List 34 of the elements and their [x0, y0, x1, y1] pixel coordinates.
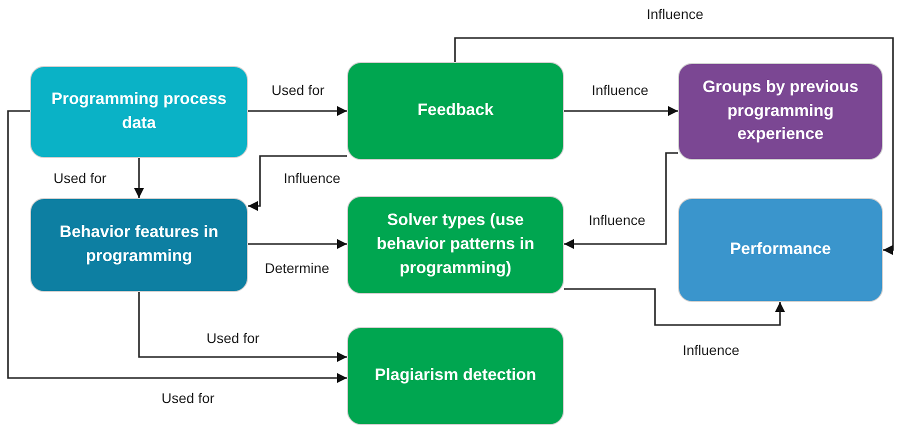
- edge-label: Used for: [160, 390, 216, 406]
- arrow: [564, 106, 678, 116]
- node-label: Feedback: [417, 100, 494, 122]
- edge-label: Influence: [680, 342, 742, 358]
- group-box: [678, 63, 883, 160]
- arrow: [134, 158, 144, 198]
- node-label: Groups by previous programming experience: [702, 76, 860, 146]
- process-box: [347, 196, 564, 294]
- edge-label: Used for: [52, 170, 108, 186]
- edge-label: Influence: [590, 82, 650, 98]
- edge-label: Determine: [262, 260, 332, 276]
- node-label: Behavior features in programming: [58, 222, 220, 267]
- arrow: [248, 239, 347, 249]
- process-box: [30, 198, 248, 292]
- edge-label: Used for: [270, 82, 326, 98]
- arrow: [248, 106, 347, 116]
- edge-label: Influence: [644, 6, 706, 22]
- edge-label: Influence: [586, 212, 648, 228]
- process-box: [347, 327, 564, 425]
- node-label: Programming process data: [50, 89, 228, 134]
- arrow: [138, 292, 347, 362]
- process-box: [30, 66, 248, 158]
- arrow: [564, 152, 678, 249]
- process-box: [347, 62, 564, 160]
- arrow: [248, 155, 347, 211]
- edge-label: Influence: [282, 170, 342, 186]
- arrow: [7, 110, 347, 383]
- arrow: [564, 288, 785, 326]
- arrow: [454, 37, 894, 255]
- edge-label: Used for: [204, 330, 262, 346]
- outcome-box: [678, 198, 883, 302]
- node-label: Plagiarism detection: [374, 365, 536, 386]
- node-label: Performance: [730, 239, 831, 260]
- node-label: Solver types (use behavior patterns in programming): [376, 210, 536, 279]
